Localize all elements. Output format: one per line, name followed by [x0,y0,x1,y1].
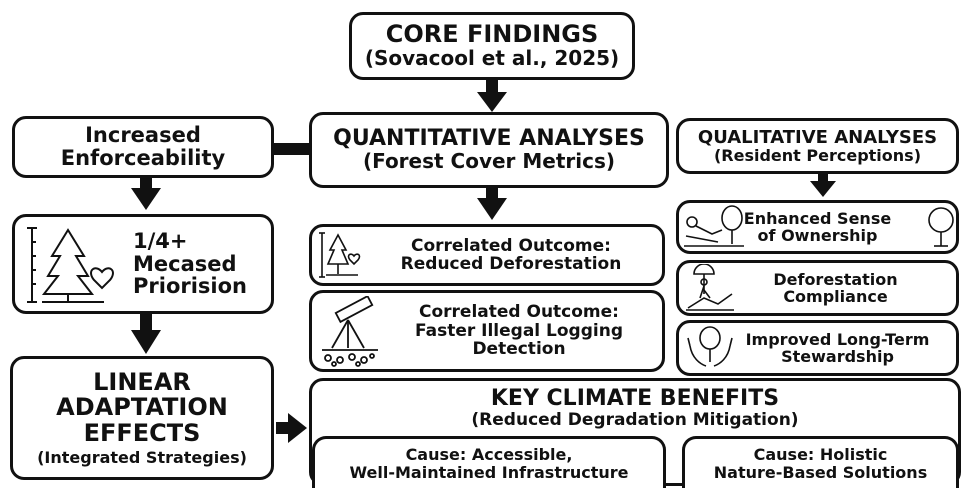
arrow-enforce-to-prior [131,176,161,210]
arrow-prior-to-linear [131,312,161,354]
linear-line2: ADAPTATION [56,393,228,422]
outcome-logging-detection-box: Correlated Outcome: Faster Illegal Loggi… [309,290,665,372]
outcome2-line3: Detection [472,339,566,360]
hands-tree-icon [687,326,733,367]
outcome2-line2: Faster Illegal Logging [414,320,623,341]
linear-line1: LINEAR [93,367,191,396]
quantitative-analyses-box: QUANTITATIVE ANALYSES (Forest Cover Metr… [309,112,669,188]
linear-line3: EFFECTS [83,419,201,448]
stewardship-line2: Stewardship [781,347,894,366]
arrow-qual-to-ownership [810,173,836,197]
climate-title: KEY CLIMATE BENEFITS [490,386,780,411]
climate-subtitle: (Reduced Degradation Mitigation) [471,409,799,430]
linear-subtitle: (Integrated Strategies) [37,448,247,468]
stewardship-line1: Improved Long-Term [745,329,930,349]
outcome1-line2: Reduced Deforestation [400,254,622,274]
long-term-stewardship-box: Improved Long-Term Stewardship [676,320,959,376]
deforestation-compliance-box: Deforestation Compliance [676,260,959,316]
tree-icon [928,207,954,247]
priorision-line3: Priorision [133,274,248,299]
ownership-line1: Enhanced Sense [743,208,892,228]
sense-of-ownership-box: Enhanced Sense of Ownership [676,200,959,254]
qualitative-title: QUALITATIVE ANALYSES [697,126,938,148]
cause1-line1: Cause: Accessible, [405,445,573,465]
tree-ruler-heart-icon [27,227,114,303]
core-findings-title: CORE FINDINGS [385,20,599,49]
person-relaxing-tree-icon [684,205,744,247]
cause1-line2: Well-Maintained Infrastructure [349,462,629,482]
tree-ruler-heart-icon [319,232,361,278]
telescope-icon [322,296,378,367]
cause-nature-based-box: Cause: Holistic Nature-Based Solutions [682,436,959,488]
cause2-line2: Nature-Based Solutions [713,462,928,482]
ownership-line2: of Ownership [757,226,878,245]
quantitative-title: QUANTITATIVE ANALYSES [333,126,645,152]
cause2-line1: Cause: Holistic [753,445,888,465]
priorision-line1: 1/4+ [133,228,188,253]
compliance-line1: Deforestation [773,269,898,289]
arrow-core-to-quant [477,78,507,112]
hiker-flag-icon [686,264,734,311]
outcome-reduced-deforestation-box: Correlated Outcome: Reduced Deforestatio… [309,224,665,286]
outcome2-line1: Correlated Outcome: [419,302,619,323]
linear-adaptation-effects-box: LINEAR ADAPTATION EFFECTS (Integrated St… [10,356,274,480]
qualitative-analyses-box: QUALITATIVE ANALYSES (Resident Perceptio… [676,118,959,174]
enforceability-line2: Enforceability [60,146,226,170]
arrow-linear-to-climate [276,413,307,443]
core-findings-box: CORE FINDINGS (Sovacool et al., 2025) [349,12,635,80]
qualitative-subtitle: (Resident Perceptions) [713,146,921,166]
cause-infrastructure-box: Cause: Accessible, Well-Maintained Infra… [312,436,666,488]
enforceability-box: Increased Enforceability [12,116,274,178]
quantitative-subtitle: (Forest Cover Metrics) [362,149,616,174]
core-findings-citation: (Sovacool et al., 2025) [364,46,620,71]
outcome1-line1: Correlated Outcome: [411,235,611,256]
compliance-line2: Compliance [783,287,888,306]
enforceability-line1: Increased [85,123,201,148]
priorision-line2: Mecased [133,251,237,276]
connector-enforce-quant [272,143,312,155]
arrow-quant-to-outcome [477,186,507,220]
